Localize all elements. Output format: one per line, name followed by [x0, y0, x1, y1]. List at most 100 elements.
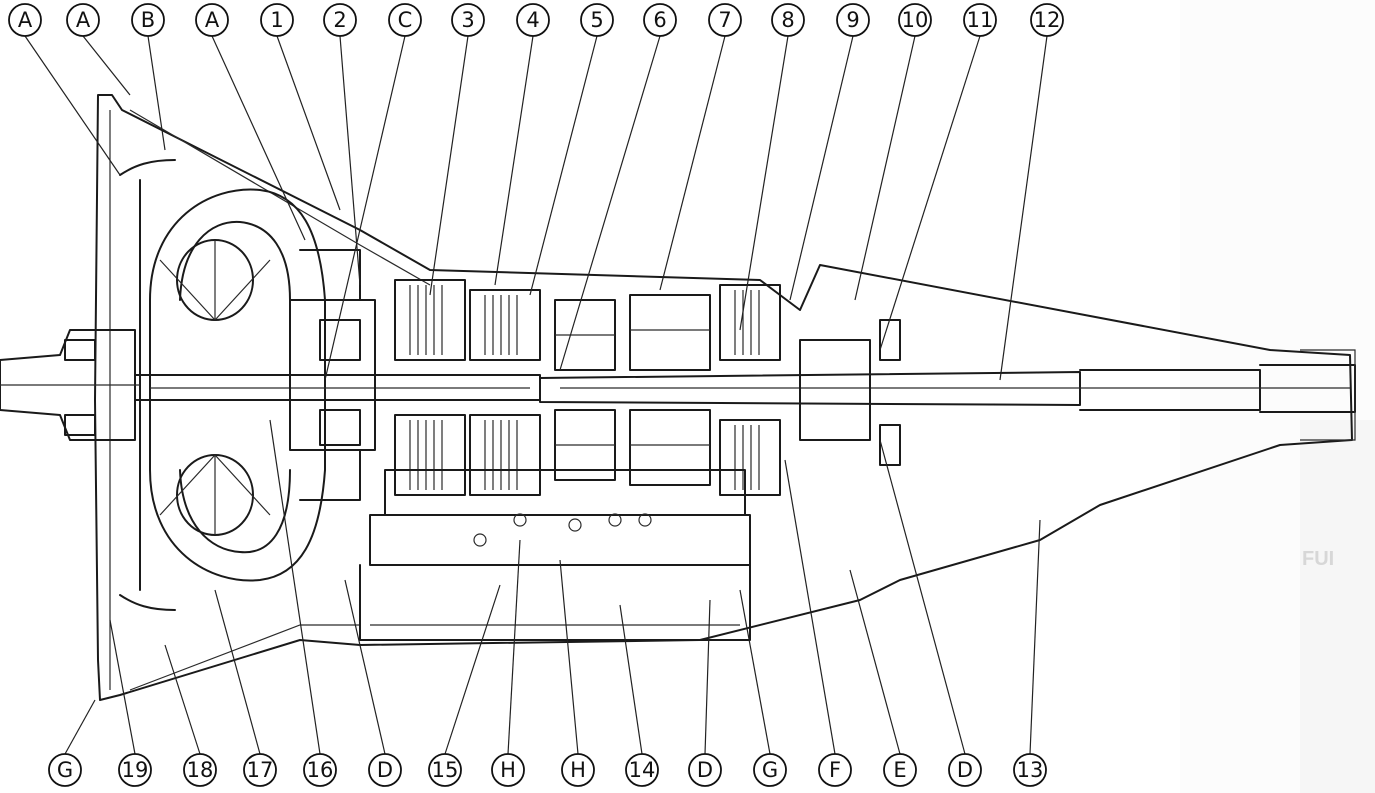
- callout-ring: [516, 3, 550, 37]
- leader-bottom-7: [507, 539, 521, 755]
- callout-ring: [818, 753, 852, 787]
- callout-top-14: 10: [898, 3, 932, 37]
- callout-bottom-1: 19: [118, 753, 152, 787]
- callout-top-2: B: [131, 3, 165, 37]
- leader-top-8: [494, 35, 534, 286]
- callout-top-3: A: [195, 3, 229, 37]
- callout-ring: [48, 753, 82, 787]
- callout-label: E: [893, 758, 906, 782]
- leader-bottom-0: [64, 699, 96, 755]
- leader-bottom-9: [619, 604, 643, 755]
- front-hub: [0, 329, 140, 441]
- callout-label: 3: [461, 8, 474, 32]
- leader-bottom-5: [344, 579, 386, 755]
- callout-bottom-12: F: [818, 753, 852, 787]
- callout-ring: [708, 3, 742, 37]
- callout-top-7: 3: [451, 3, 485, 37]
- callout-ring: [491, 753, 525, 787]
- input-shaft: [134, 374, 541, 401]
- leader-top-3: [211, 35, 306, 241]
- callout-label: A: [205, 8, 220, 32]
- leader-top-6: [324, 35, 406, 381]
- callout-label: 11: [967, 8, 994, 32]
- callout-top-13: 9: [836, 3, 870, 37]
- callout-bottom-7: H: [491, 753, 525, 787]
- leader-top-14: [854, 35, 916, 301]
- callout-label: 18: [187, 758, 214, 782]
- callout-ring: [561, 753, 595, 787]
- leader-bottom-13: [849, 569, 901, 755]
- callout-ring: [260, 3, 294, 37]
- callout-bottom-14: D: [948, 753, 982, 787]
- callout-bottom-9: 14: [625, 753, 659, 787]
- callout-top-6: C: [388, 3, 422, 37]
- callout-bottom-3: 17: [243, 753, 277, 787]
- callout-ring: [451, 3, 485, 37]
- leader-bottom-12: [784, 459, 836, 755]
- leader-bottom-2: [164, 644, 201, 755]
- callout-label: C: [398, 8, 413, 32]
- callout-label: A: [18, 8, 33, 32]
- callout-label: D: [957, 758, 973, 782]
- callout-ring: [836, 3, 870, 37]
- callout-label: 8: [781, 8, 794, 32]
- leader-top-13: [789, 35, 854, 301]
- callout-label: 6: [653, 8, 666, 32]
- callout-label: 19: [122, 758, 149, 782]
- callout-label: F: [829, 758, 841, 782]
- leader-top-1: [82, 35, 131, 96]
- leader-top-9: [529, 35, 598, 296]
- callout-label: 5: [590, 8, 603, 32]
- callout-bottom-8: H: [561, 753, 595, 787]
- leader-top-16: [999, 35, 1048, 381]
- callout-ring: [963, 3, 997, 37]
- bleed-through-region: FUI: [1180, 0, 1375, 793]
- callout-top-12: 8: [771, 3, 805, 37]
- leader-top-2: [147, 35, 166, 151]
- leader-lines: [24, 35, 1048, 755]
- callout-label: G: [762, 758, 778, 782]
- callout-ring: [323, 3, 357, 37]
- callout-top-11: 7: [708, 3, 742, 37]
- callout-label: 7: [718, 8, 731, 32]
- callout-label: H: [500, 758, 516, 782]
- callout-ring: [771, 3, 805, 37]
- leader-top-12: [739, 35, 789, 331]
- callout-label: 2: [333, 8, 346, 32]
- leader-bottom-14: [879, 439, 966, 755]
- callout-bottom-15: 13: [1013, 753, 1047, 787]
- callout-label: 9: [846, 8, 859, 32]
- leader-bottom-4: [269, 419, 321, 755]
- leader-bottom-6: [444, 584, 501, 755]
- callout-label: 17: [247, 758, 274, 782]
- callout-label: 16: [307, 758, 334, 782]
- callout-ring: [898, 3, 932, 37]
- leader-bottom-8: [559, 559, 579, 755]
- callout-top-1: A: [66, 3, 100, 37]
- callout-label: B: [141, 8, 155, 32]
- callout-top-15: 11: [963, 3, 997, 37]
- callout-bottom-4: 16: [303, 753, 337, 787]
- bleed-text-fragment: FUI: [1302, 548, 1334, 570]
- front-clutch-packs: [394, 279, 541, 496]
- callout-ring: [243, 753, 277, 787]
- callout-ring: [580, 3, 614, 37]
- leader-top-5: [339, 35, 361, 286]
- callout-label: 13: [1017, 758, 1044, 782]
- callout-ring: [131, 3, 165, 37]
- callout-bottom-5: D: [368, 753, 402, 787]
- oil-pump: [289, 249, 376, 501]
- callout-ring: [66, 3, 100, 37]
- callout-ring: [1013, 753, 1047, 787]
- callout-ring: [753, 753, 787, 787]
- bell-housing: [94, 94, 1353, 701]
- callout-label: 15: [432, 758, 459, 782]
- callout-label: 1: [270, 8, 283, 32]
- callout-ring: [388, 3, 422, 37]
- callout-ring: [883, 753, 917, 787]
- oil-pan: [359, 564, 751, 641]
- planetary-gear-sets: [554, 294, 711, 486]
- callout-ring: [688, 753, 722, 787]
